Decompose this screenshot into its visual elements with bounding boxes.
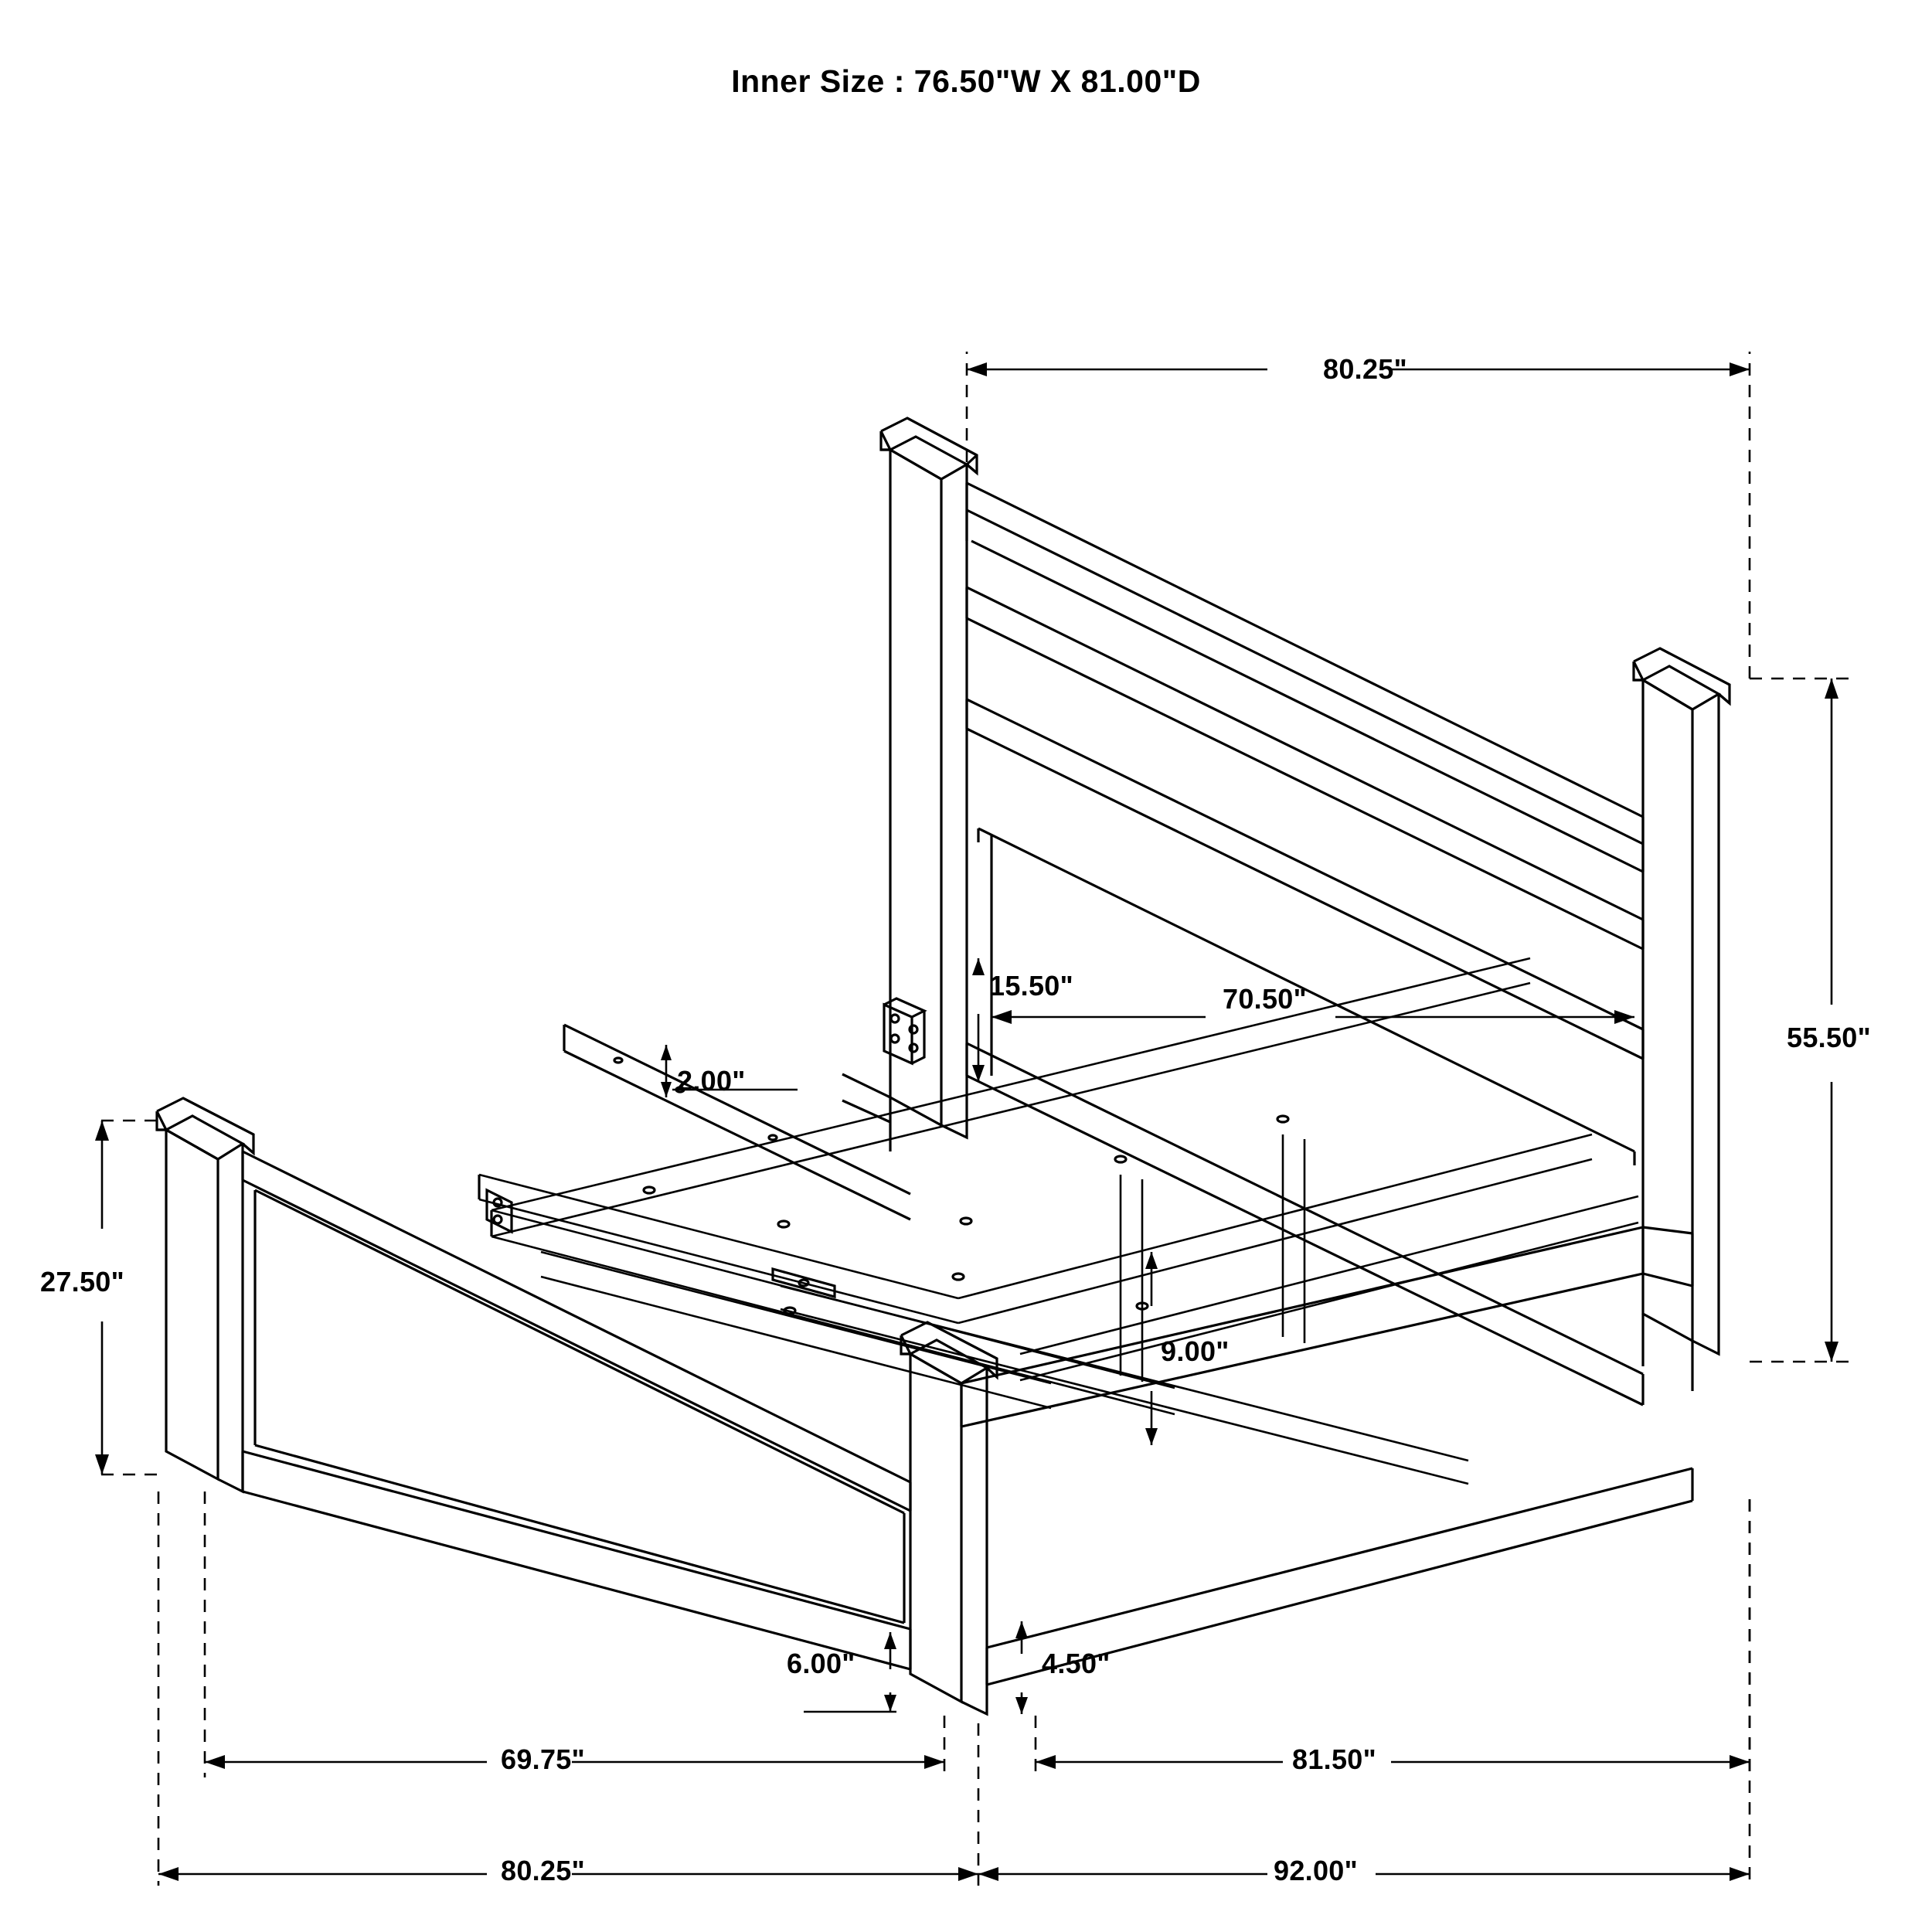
dim-label-footboard-height: 27.50" bbox=[40, 1266, 124, 1298]
dim-label-footboard-width: 69.75" bbox=[501, 1743, 585, 1775]
dim-label-overall-depth: 92.00" bbox=[1274, 1855, 1358, 1886]
dim-label-headboard-height: 55.50" bbox=[1787, 1022, 1871, 1053]
dim-label-rail-thickness: 2.00" bbox=[677, 1065, 746, 1097]
dim-label-overall-top-width: 80.25" bbox=[1323, 353, 1407, 385]
dim-label-side-rail-length: 81.50" bbox=[1292, 1743, 1376, 1775]
dim-label-floor-clearance-right: 4.50" bbox=[1042, 1648, 1111, 1679]
dim-label-floor-clearance-left: 6.00" bbox=[787, 1648, 855, 1679]
dim-label-headboard-panel-gap: 15.50" bbox=[989, 970, 1073, 1002]
dim-label-slat-clearance: 9.00" bbox=[1161, 1335, 1230, 1367]
dim-label-overall-bottom-width: 80.25" bbox=[501, 1855, 585, 1886]
dim-label-headboard-panel-width: 70.50" bbox=[1223, 983, 1307, 1015]
page-title: Inner Size : 76.50"W X 81.00"D bbox=[731, 63, 1201, 99]
